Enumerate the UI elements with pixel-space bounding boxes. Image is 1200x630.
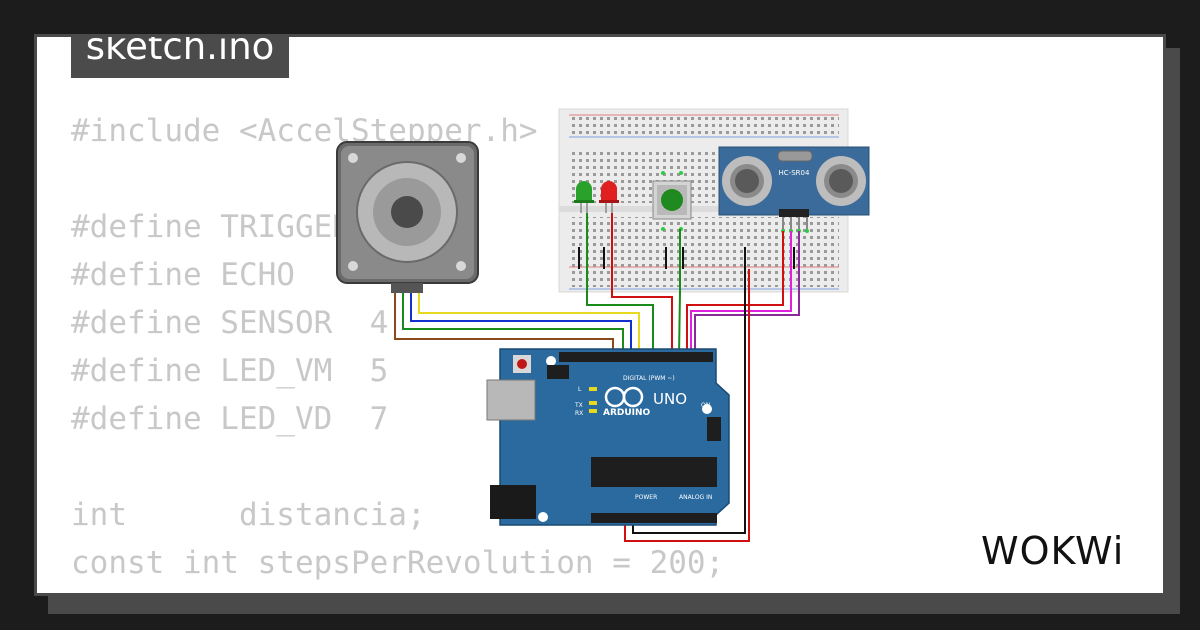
code-background: #include <AccelStepper.h> #define TRIGGER… [71, 107, 724, 587]
code-line: #include <AccelStepper.h> [71, 113, 538, 149]
code-line: #define TRIGGER [71, 209, 351, 245]
code-line: const int stepsPerRevolution = 200; [71, 545, 725, 581]
file-tab[interactable]: sketch.ino [71, 37, 289, 78]
rx-label: RX [575, 410, 583, 417]
arduino-brand: ARDUINO [603, 408, 651, 418]
l-label: L [578, 386, 582, 393]
breadboard-jumpers [578, 247, 795, 269]
ultrasonic-sensor[interactable]: HC-SR04 [718, 146, 870, 233]
code-line: #define SENSOR 4 [71, 305, 389, 341]
analog-label: ANALOG IN [679, 494, 712, 501]
digital-label: DIGITAL (PWM ~) [623, 375, 675, 382]
code-line: int distancia; [71, 497, 426, 533]
wires [394, 213, 800, 542]
power-label: POWER [635, 494, 657, 501]
stepper-motor-icon[interactable] [336, 141, 479, 293]
arduino-model: UNO [653, 390, 687, 408]
sensor-label: HC-SR04 [779, 169, 810, 177]
preview-card: #include <AccelStepper.h> #define TRIGGER… [34, 34, 1166, 596]
code-line: #define ECHO [71, 257, 295, 293]
led-red-icon[interactable] [599, 181, 619, 213]
on-label: ON [701, 402, 710, 409]
wokwi-logo: WOKWi [981, 529, 1125, 573]
tx-label: TX [574, 402, 583, 409]
circuit-diagram: HC-SR04 [336, 108, 870, 542]
code-line: #define LED_VD 7 [71, 401, 389, 437]
code-line: #define LED_VM 5 [71, 353, 389, 389]
push-button-icon[interactable] [652, 171, 692, 231]
led-green-icon[interactable] [574, 181, 594, 213]
arduino-uno-board[interactable]: UNO ARDUINO DIGITAL (PWM ~) POWER ANALOG… [486, 348, 730, 526]
